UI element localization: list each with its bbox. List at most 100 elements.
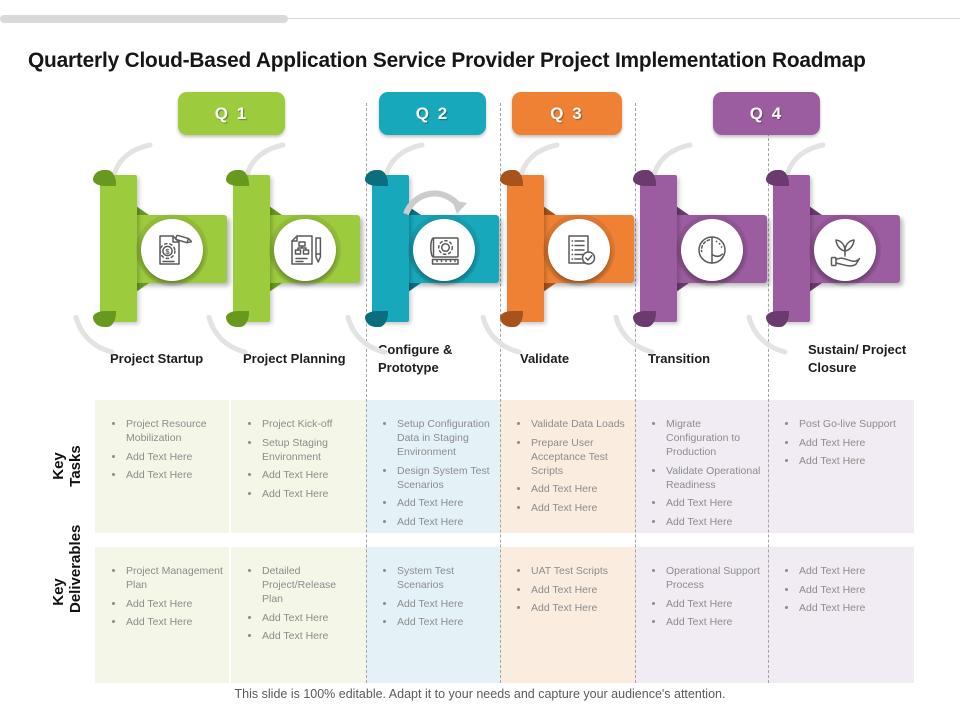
bullet-item: Post Go-live Support xyxy=(798,417,908,431)
key-tasks-cell-project-startup: Project Resource MobilizationAdd Text He… xyxy=(95,400,229,533)
bullet-item: Add Text Here xyxy=(261,611,360,625)
quarter-divider xyxy=(768,103,769,683)
bullet-item: Add Text Here xyxy=(665,597,762,611)
bullet-list: UAT Test ScriptsAdd Text HereAdd Text He… xyxy=(500,547,635,615)
bullet-item: Prepare User Acceptance Test Scripts xyxy=(530,436,629,478)
key-deliverables-cell-project-planning: Detailed Project/Release PlanAdd Text He… xyxy=(231,547,366,683)
swoosh-decoration xyxy=(746,315,788,355)
bullet-item: Add Text Here xyxy=(396,496,494,510)
bullet-item: Add Text Here xyxy=(665,496,762,510)
bullet-item: Add Text Here xyxy=(530,482,629,496)
bullet-item: Add Text Here xyxy=(396,515,494,529)
svg-text:$: $ xyxy=(165,247,170,256)
row-label-key-tasks: Key Tasks xyxy=(50,445,84,487)
bullet-item: Project Management Plan xyxy=(125,564,223,592)
bullet-item: Add Text Here xyxy=(665,515,762,529)
footer-note: This slide is 100% editable. Adapt it to… xyxy=(234,687,726,701)
quarter-divider xyxy=(366,103,367,683)
key-deliverables-cell-sustain-closure: Add Text HereAdd Text HereAdd Text Here xyxy=(768,547,914,683)
phase-label-project-planning: Project Planning xyxy=(243,351,346,367)
swoosh-decoration xyxy=(206,315,248,355)
bullet-list: Add Text HereAdd Text HereAdd Text Here xyxy=(768,547,914,615)
ribbon-banner xyxy=(93,170,137,322)
bullet-item: Setup Staging Environment xyxy=(261,436,360,464)
phase-label-configure-prototype: Configure & Prototype xyxy=(378,342,453,375)
ribbon-project-planning xyxy=(206,142,423,355)
bullet-item: Add Text Here xyxy=(125,450,223,464)
key-deliverables-cell-project-startup: Project Management PlanAdd Text HereAdd … xyxy=(95,547,229,683)
segmented-circle-icon xyxy=(698,236,726,264)
quarter-badge-q1: Q 1 xyxy=(178,92,285,135)
bullet-item: UAT Test Scripts xyxy=(530,564,629,578)
phase-label-validate: Validate xyxy=(520,351,570,367)
icon-circle: $ xyxy=(141,219,203,281)
phase-label-sustain-closure: Sustain/ Project Closure xyxy=(808,342,907,375)
arch-arrow-icon xyxy=(403,190,467,216)
ribbon-banner xyxy=(766,170,810,322)
bullet-list: Detailed Project/Release PlanAdd Text He… xyxy=(231,547,366,643)
bullet-item: Add Text Here xyxy=(396,615,494,629)
bullet-item: Add Text Here xyxy=(125,597,223,611)
quarter-badge-q3: Q 3 xyxy=(512,92,622,135)
bullet-list: System Test ScenariosAdd Text HereAdd Te… xyxy=(366,547,500,629)
page-title: Quarterly Cloud-Based Application Servic… xyxy=(28,48,866,73)
bullet-list: Project Resource MobilizationAdd Text He… xyxy=(95,400,229,482)
top-accent-bar xyxy=(0,15,288,23)
document-gear-dollar-icon: $ xyxy=(159,234,192,265)
hand-leaf-icon xyxy=(830,239,861,267)
ribbon-banner xyxy=(500,170,544,322)
key-tasks-cell-project-planning: Project Kick-offSetup Staging Environmen… xyxy=(231,400,366,533)
ribbon-transition xyxy=(613,142,830,355)
bullet-list: Post Go-live SupportAdd Text HereAdd Tex… xyxy=(768,400,914,468)
bullet-list: Migrate Configuration to ProductionValid… xyxy=(635,400,768,529)
quarter-divider xyxy=(500,103,501,683)
bullet-item: Migrate Configuration to Production xyxy=(665,417,762,459)
icon-circle xyxy=(681,219,743,281)
bullet-list: Setup Configuration Data in Staging Envi… xyxy=(366,400,500,529)
blueprint-gear-icon xyxy=(430,237,459,265)
key-tasks-cell-transition: Migrate Configuration to ProductionValid… xyxy=(635,400,768,533)
ribbon-configure-prototype xyxy=(345,142,562,355)
quarter-badge-q4: Q 4 xyxy=(713,92,820,135)
bullet-item: Add Text Here xyxy=(798,564,908,578)
icon-circle xyxy=(274,219,336,281)
swoosh-decoration xyxy=(613,315,655,355)
row-label-key-deliverables: Key Deliverables xyxy=(50,524,84,613)
key-deliverables-cell-validate: UAT Test ScriptsAdd Text HereAdd Text He… xyxy=(500,547,635,683)
document-flowchart-pencil-icon xyxy=(291,235,322,265)
ribbon-banner xyxy=(365,170,409,322)
swoosh-decoration xyxy=(345,315,387,355)
bullet-item: Add Text Here xyxy=(261,468,360,482)
phase-label-transition: Transition xyxy=(648,351,711,367)
bullet-item: Design System Test Scenarios xyxy=(396,464,494,492)
bullet-item: Add Text Here xyxy=(396,597,494,611)
phase-label-project-startup: Project Startup xyxy=(110,351,204,367)
swoosh-decoration xyxy=(480,315,522,355)
key-tasks-cell-validate: Validate Data LoadsPrepare User Acceptan… xyxy=(500,400,635,533)
ribbon-project-startup: $ xyxy=(73,142,290,355)
bullet-item: Operational Support Process xyxy=(665,564,762,592)
bullet-item: System Test Scenarios xyxy=(396,564,494,592)
ribbon-banner xyxy=(226,170,270,322)
bullet-item: Add Text Here xyxy=(798,583,908,597)
bullet-item: Project Kick-off xyxy=(261,417,360,431)
top-divider-line xyxy=(288,18,960,19)
ribbon-sustain-closure xyxy=(746,142,960,355)
bullet-item: Add Text Here xyxy=(798,454,908,468)
bullet-item: Add Text Here xyxy=(530,501,629,515)
ribbon-banner xyxy=(633,170,677,322)
bullet-item: Add Text Here xyxy=(261,629,360,643)
bullet-item: Add Text Here xyxy=(261,487,360,501)
ribbon-validate xyxy=(480,142,697,355)
swoosh-decoration xyxy=(73,315,115,355)
icon-circle xyxy=(814,219,876,281)
bullet-item: Add Text Here xyxy=(530,583,629,597)
bullet-item: Add Text Here xyxy=(125,615,223,629)
bullet-item: Add Text Here xyxy=(125,468,223,482)
bullet-item: Setup Configuration Data in Staging Envi… xyxy=(396,417,494,459)
checklist-check-icon xyxy=(568,235,596,265)
bullet-item: Validate Data Loads xyxy=(530,417,629,431)
bullet-item: Detailed Project/Release Plan xyxy=(261,564,360,606)
bullet-item: Project Resource Mobilization xyxy=(125,417,223,445)
